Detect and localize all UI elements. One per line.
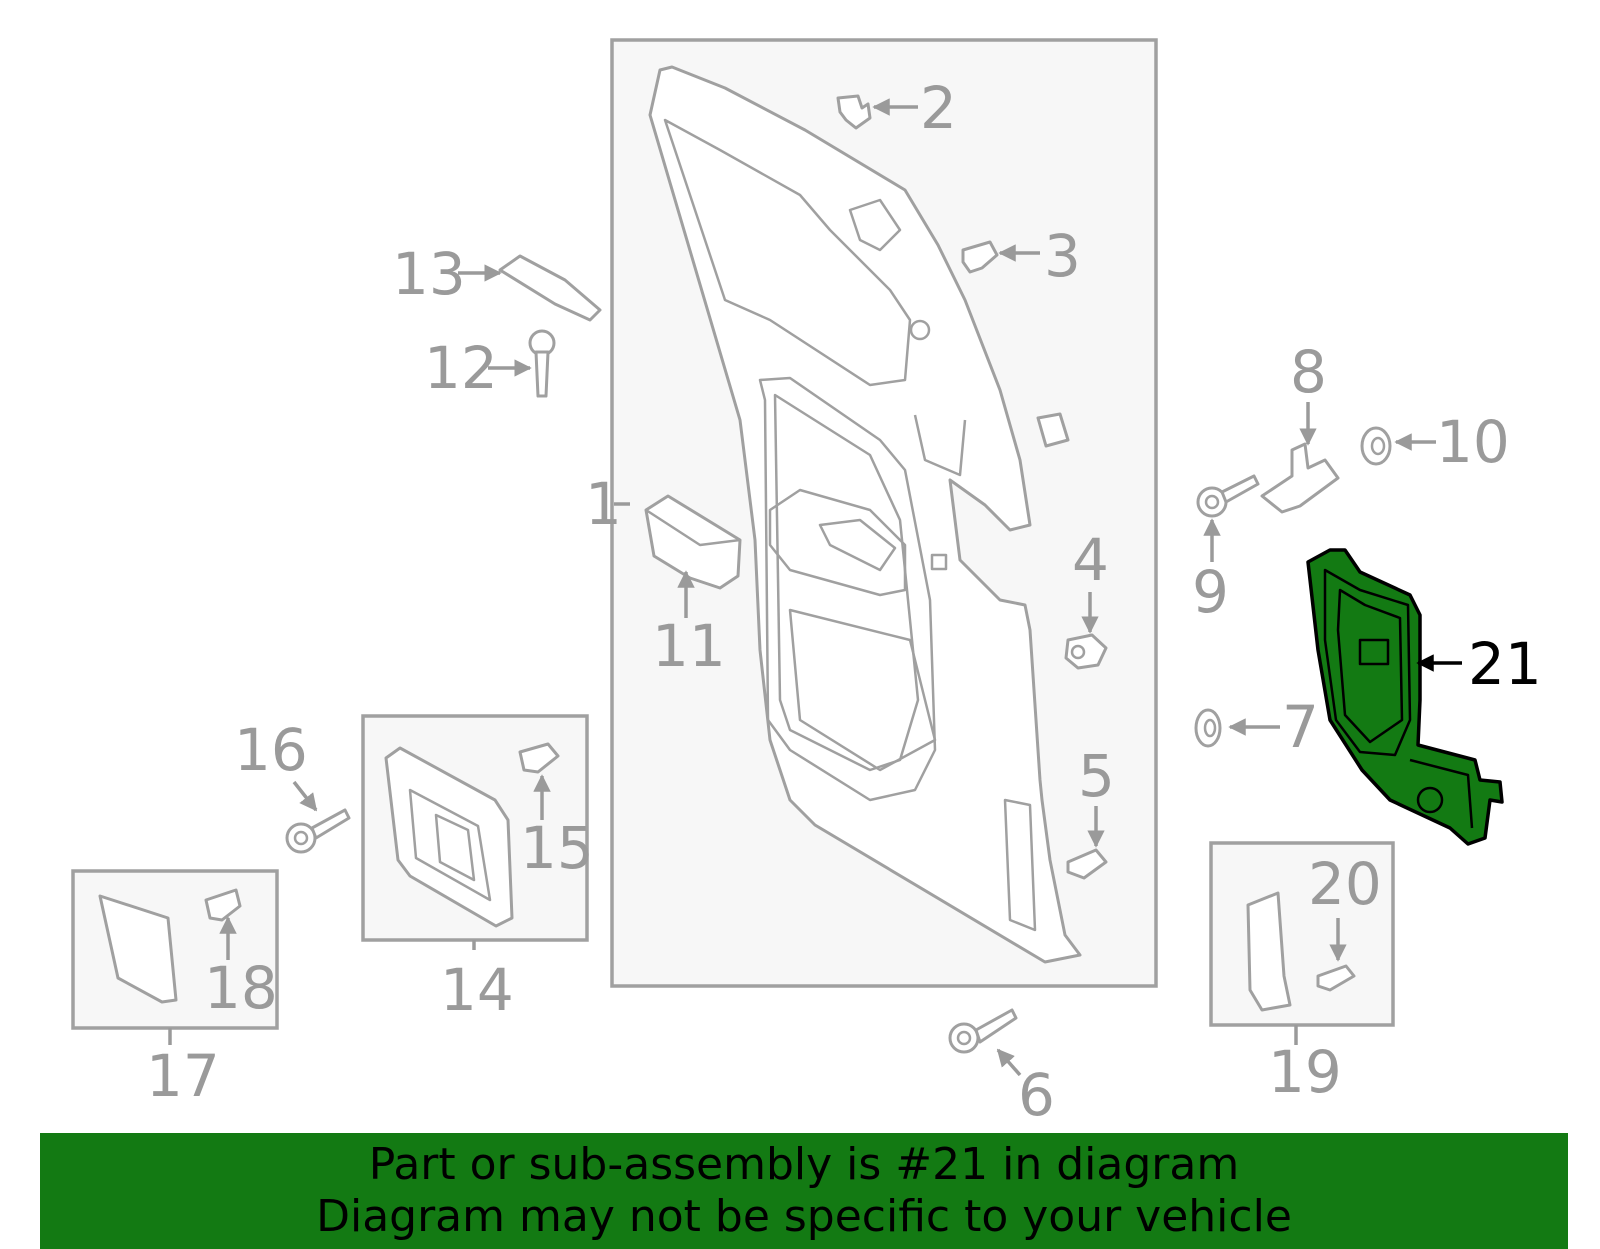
clip-15[interactable] xyxy=(518,742,560,774)
callout-13: 13 xyxy=(392,240,466,308)
callout-15: 15 xyxy=(520,814,594,882)
group-box-19 xyxy=(1209,841,1395,1027)
clip-5[interactable] xyxy=(1066,848,1108,880)
handle-bezel-14[interactable] xyxy=(384,746,514,928)
screw-6[interactable] xyxy=(948,1008,1018,1054)
trim-19[interactable] xyxy=(1246,891,1292,1012)
screw-9[interactable] xyxy=(1196,474,1260,518)
screw-16[interactable] xyxy=(285,808,351,854)
callout-11: 11 xyxy=(652,612,726,680)
retainer-pad xyxy=(1036,412,1070,448)
pad-11[interactable] xyxy=(644,494,742,590)
callout-18: 18 xyxy=(204,954,278,1022)
callout-12: 12 xyxy=(424,334,498,402)
clip-20[interactable] xyxy=(1316,964,1356,992)
push-pin-10[interactable] xyxy=(1360,426,1392,466)
bracket-8[interactable] xyxy=(1260,442,1340,514)
banner-line-2: Diagram may not be specific to your vehi… xyxy=(316,1191,1292,1242)
screw-12[interactable] xyxy=(528,329,556,398)
callout-16: 16 xyxy=(234,716,308,784)
highlighted-part-21[interactable] xyxy=(1306,548,1504,846)
callout-17: 17 xyxy=(146,1042,220,1110)
bar-13[interactable] xyxy=(498,254,602,322)
callout-8: 8 xyxy=(1290,338,1327,406)
callout-2: 2 xyxy=(920,74,957,142)
callout-9: 9 xyxy=(1192,558,1229,626)
push-pin-4[interactable] xyxy=(1064,633,1108,670)
clip-2[interactable] xyxy=(836,94,872,130)
callout-20: 20 xyxy=(1308,850,1382,918)
door-trim-panel[interactable] xyxy=(648,65,1082,964)
callout-19: 19 xyxy=(1268,1038,1342,1106)
callout-4: 4 xyxy=(1072,526,1109,594)
callout-14: 14 xyxy=(440,956,514,1024)
callout-7: 7 xyxy=(1282,693,1319,761)
banner-line-1: Part or sub-assembly is #21 in diagram xyxy=(368,1139,1240,1190)
callout-1: 1 xyxy=(585,470,622,538)
clip-18[interactable] xyxy=(204,888,242,922)
callout-10: 10 xyxy=(1436,408,1510,476)
info-banner: Part or sub-assembly is #21 in diagram D… xyxy=(40,1133,1568,1249)
clip-3[interactable] xyxy=(961,240,999,274)
push-pin-7[interactable] xyxy=(1194,708,1222,748)
callout-6: 6 xyxy=(1018,1061,1055,1129)
callout-3: 3 xyxy=(1044,222,1081,290)
callout-5: 5 xyxy=(1078,742,1115,810)
callout-21: 21 xyxy=(1468,630,1542,698)
trim-17[interactable] xyxy=(98,894,178,1004)
